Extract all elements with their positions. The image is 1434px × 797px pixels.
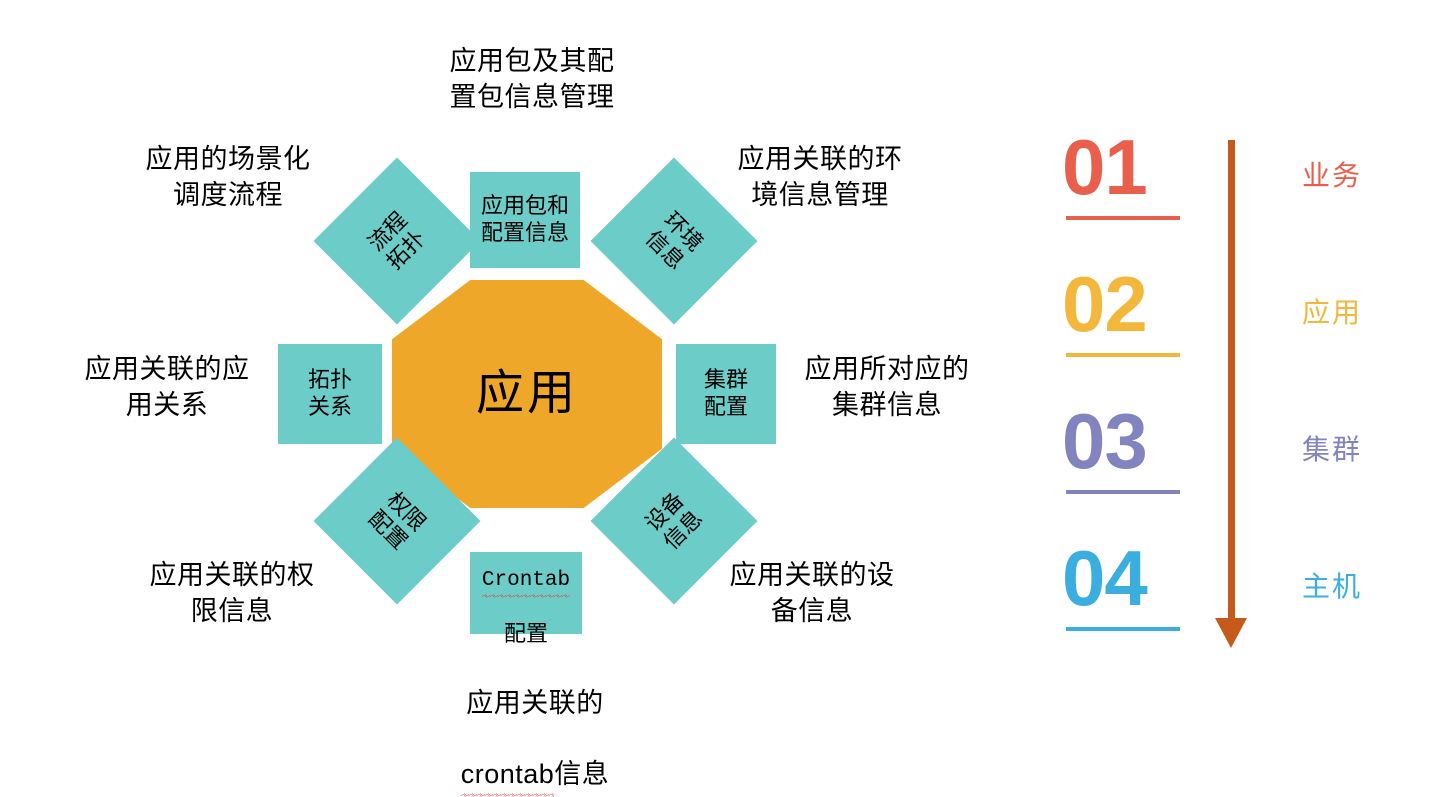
center-node-application[interactable]: 应用 [392, 280, 662, 508]
center-node-label: 应用 [475, 367, 578, 420]
annotation-right: 应用所对应的 集群信息 [804, 354, 970, 420]
step-list-panel: 01 业务 02 应用 03 集群 04 主机 [1040, 123, 1434, 671]
step-underline-02 [1066, 353, 1180, 357]
step-row-04[interactable]: 04 主机 [1040, 534, 1434, 671]
step-label-02: 应用 [1302, 297, 1363, 328]
annotation-bottom-right: 应用关联的设 备信息 [729, 560, 895, 626]
node-crontab-config[interactable]: Crontab 配置 [470, 552, 582, 646]
step-number-03: 03 [1062, 397, 1148, 485]
node-device-info[interactable]: 设备 信息 [590, 437, 758, 605]
annotation-top-left: 应用的场景化 调度流程 [145, 144, 311, 210]
node-process-topology[interactable]: 流程 拓扑 [313, 157, 481, 325]
annotation-bottom-mono: crontab [460, 757, 555, 797]
node-environment-info[interactable]: 环境 信息 [590, 157, 758, 325]
node-topology-relation-label: 拓扑 关系 [307, 367, 352, 419]
step-number-01: 01 [1062, 123, 1148, 211]
node-crontab-config-label: Crontab 配置 [481, 538, 571, 647]
step-row-01[interactable]: 01 业务 [1040, 123, 1434, 260]
node-app-package-config-label: 应用包和 配置信息 [480, 193, 569, 245]
step-row-03[interactable]: 03 集群 [1040, 397, 1434, 534]
node-crontab-cn-text: 配置 [503, 620, 548, 646]
annotation-top-right: 应用关联的环 境信息管理 [737, 144, 903, 210]
step-underline-03 [1066, 490, 1180, 494]
node-topology-relation[interactable]: 拓扑 关系 [278, 344, 382, 444]
step-underline-04 [1066, 627, 1180, 631]
step-label-03: 集群 [1302, 434, 1363, 465]
flow-arrow-head-icon [1215, 618, 1247, 648]
step-label-04: 主机 [1302, 571, 1363, 602]
step-label-01: 业务 [1302, 160, 1363, 191]
step-number-04: 04 [1062, 534, 1148, 622]
annotation-top: 应用包及其配 置包信息管理 [449, 46, 615, 112]
annotation-bottom-line1: 应用关联的 [466, 687, 604, 718]
annotation-bottom-suffix: 信息 [554, 758, 610, 789]
step-number-02: 02 [1062, 260, 1148, 348]
step-row-02[interactable]: 02 应用 [1040, 260, 1434, 397]
node-permission-config[interactable]: 权限 配置 [313, 437, 481, 605]
node-crontab-mono-text: Crontab [481, 569, 571, 598]
node-cluster-config[interactable]: 集群 配置 [676, 344, 776, 444]
node-cluster-config-label: 集群 配置 [703, 367, 748, 419]
annotation-bottom-left: 应用关联的权 限信息 [149, 560, 315, 626]
annotation-bottom: 应用关联的 crontab信息 [420, 650, 650, 797]
annotation-left: 应用关联的应 用关系 [84, 354, 250, 420]
flow-arrow-shaft-icon [1228, 140, 1235, 626]
node-app-package-config[interactable]: 应用包和 配置信息 [470, 172, 580, 268]
step-underline-01 [1066, 216, 1180, 220]
